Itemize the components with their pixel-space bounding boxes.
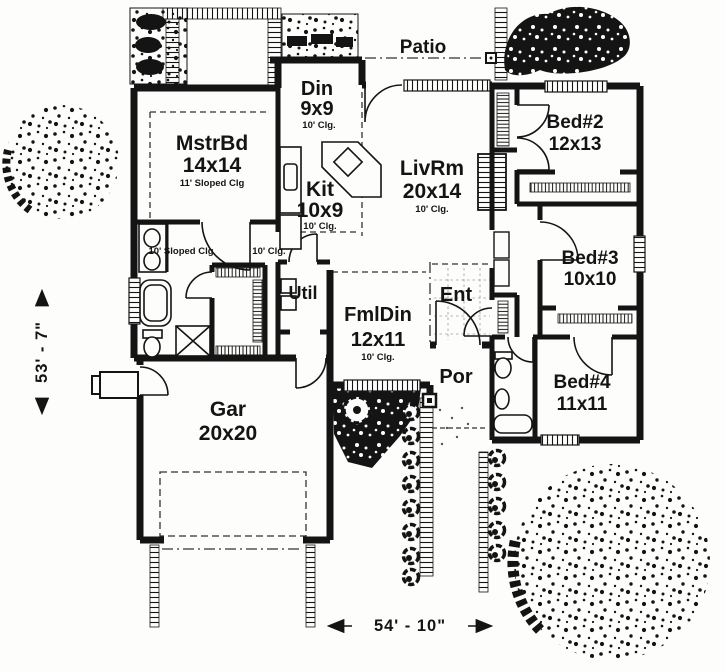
room-label-bed4: Bed#4 <box>553 372 610 393</box>
room-size-bed2: 12x13 <box>549 134 602 155</box>
windows <box>128 79 646 446</box>
planter-bed <box>281 13 359 59</box>
room-label-mstrbd: MstrBd <box>176 132 248 155</box>
vanity-sink <box>138 223 167 273</box>
room-clg-din: 10' Clg. <box>302 120 335 131</box>
room-size-kit: 10x9 <box>297 199 344 222</box>
shrub-row <box>401 402 507 587</box>
tree-icon <box>2 105 119 219</box>
door-swings <box>139 84 613 396</box>
room-label-por: Por <box>439 366 473 388</box>
dimension-side-label: 53' - 7" <box>33 321 51 383</box>
landscaping <box>2 6 710 660</box>
dimension-front-label: 54' - 10" <box>374 617 446 635</box>
linen-shelves <box>493 231 510 287</box>
kitchen-range <box>332 146 364 178</box>
closet-rod <box>496 92 633 334</box>
porch-post <box>421 52 497 409</box>
room-label-ent: Ent <box>440 284 473 306</box>
bathtub <box>139 279 172 327</box>
kitchen-counter <box>279 141 382 250</box>
room-clg-kit: 10' Clg. <box>303 221 336 232</box>
room-clg-mstrbd: 11' Sloped Clg <box>180 178 245 189</box>
bush-icon <box>504 6 630 76</box>
washer-dryer <box>280 278 297 311</box>
window <box>540 434 580 446</box>
room-label-gar: Gar <box>210 398 246 421</box>
window <box>343 379 421 392</box>
entry-tile-hatch <box>434 268 490 340</box>
tree-icon <box>507 464 710 660</box>
kitchen-sink <box>283 163 298 191</box>
room-size-fmldin: 12x11 <box>351 329 406 351</box>
room-size-bed3: 10x10 <box>564 269 617 290</box>
room-size-gar: 20x20 <box>199 422 257 445</box>
room-label-din: Din <box>301 78 333 100</box>
room-clg-livrm: 10' Clg. <box>415 204 448 215</box>
room-label-util: Util <box>289 283 318 303</box>
room-label-kit: Kit <box>306 178 334 201</box>
gravel-dots <box>438 406 470 446</box>
room-label-bed2: Bed#2 <box>546 112 603 133</box>
toilet <box>494 351 513 379</box>
room-label-livrm: LivRm <box>400 157 464 180</box>
bathtub <box>493 414 533 434</box>
toilet <box>142 329 163 358</box>
window <box>633 235 646 273</box>
room-size-bed4: 11x11 <box>557 394 608 415</box>
room-size-livrm: 20x14 <box>403 180 462 203</box>
window <box>544 80 608 93</box>
driveway-edge <box>149 544 316 628</box>
pedestal-sink <box>494 388 510 410</box>
room-label-fmldin: FmlDin <box>344 304 412 326</box>
note-hall-sloped-clg: 10' Sloped Clg <box>148 246 213 257</box>
note-hall-clg: 10' Clg. <box>252 246 285 257</box>
fixtures <box>138 92 633 434</box>
garage-stoop <box>91 371 139 399</box>
dimension-side: 53' - 7" <box>33 288 51 416</box>
dimension-front: 54' - 10" <box>326 617 494 635</box>
room-size-din: 9x9 <box>300 98 333 120</box>
room-label-patio: Patio <box>400 37 446 58</box>
window <box>403 79 491 92</box>
window <box>128 277 141 325</box>
room-size-mstrbd: 14x14 <box>183 154 242 177</box>
room-label-bed3: Bed#3 <box>561 248 618 269</box>
closet-rod <box>215 267 263 356</box>
shrub-row-dots <box>406 411 498 582</box>
front-walkway <box>419 397 489 593</box>
bush-icon <box>333 388 421 468</box>
room-labels: Patio Din 9x9 10' Clg. MstrBd 14x14 11' … <box>148 37 618 445</box>
fireplace <box>477 153 507 211</box>
shower <box>175 325 211 357</box>
room-clg-fmldin: 10' Clg. <box>361 352 394 363</box>
deck-edge-hatch <box>162 7 508 86</box>
